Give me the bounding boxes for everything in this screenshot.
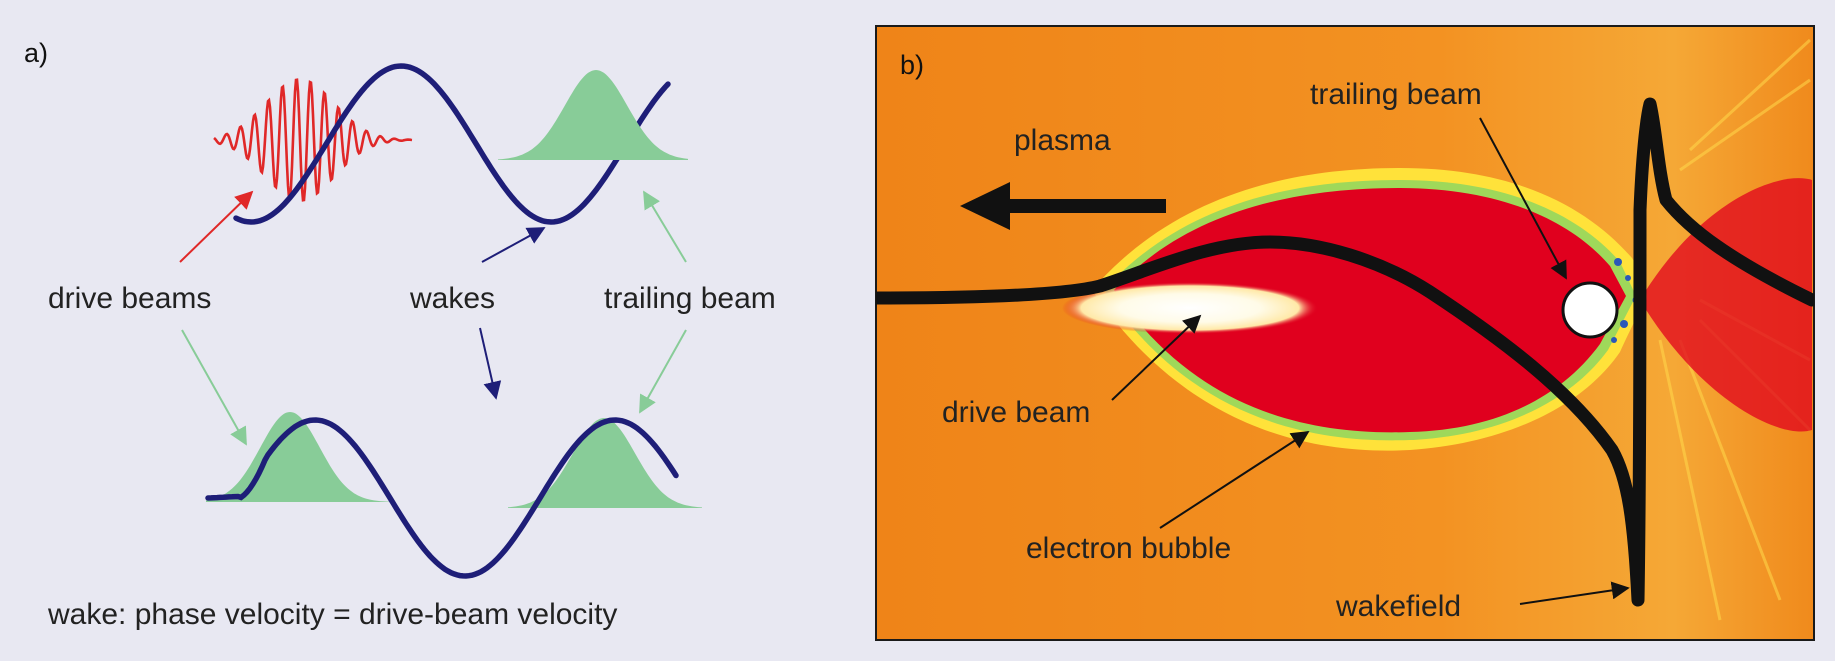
- wake-wave-top: [233, 63, 671, 225]
- label-drive-beams: drive beams: [48, 282, 211, 315]
- arrow-electron-bubble: [1159, 431, 1310, 529]
- wakefield-curve: [876, 97, 1814, 607]
- label-plasma: plasma: [1014, 124, 1111, 157]
- arrow-trailing-up: [643, 190, 687, 263]
- label-drive-beam: drive beam: [942, 396, 1090, 429]
- label-electron-bubble: electron bubble: [1026, 532, 1231, 565]
- arrow-wakes-down: [479, 327, 502, 400]
- label-wakefield: wakefield: [1335, 590, 1461, 623]
- trailing-beam-bunch-bottom: [508, 418, 702, 508]
- arrow-trailing-beam: [1479, 117, 1567, 280]
- trailing-fan: [1640, 178, 1812, 432]
- label-trailing-beam-a: trailing beam: [604, 282, 776, 315]
- trailing-beam-dot: [1561, 281, 1619, 339]
- plasma-arrow-head: [960, 182, 1010, 230]
- panel-b: b) plasma trailing beam drive beam elect…: [875, 25, 1815, 641]
- panel-b-tag: b): [900, 50, 924, 80]
- arrow-wakefield: [1519, 581, 1630, 605]
- label-wakes: wakes: [409, 282, 495, 315]
- panel-a-tag: a): [24, 38, 48, 68]
- wake-wave-bottom: [205, 417, 679, 579]
- caption-phase-velocity: wake: phase velocity = drive-beam veloci…: [47, 598, 617, 631]
- arrow-drive-to-bunch: [181, 329, 247, 446]
- arrow-drive-to-laser: [179, 190, 254, 263]
- panel-a: a) drive beams wakes trailing beam wake:…: [24, 38, 776, 631]
- arrow-trailing-down: [639, 329, 687, 414]
- arrow-drive-beam: [1111, 314, 1202, 401]
- laser-drive-pulse: [213, 78, 413, 202]
- trailing-beam-bunch-top: [498, 70, 688, 160]
- drive-beam-glow: [1062, 282, 1318, 334]
- label-trailing-beam-b: trailing beam: [1310, 78, 1482, 111]
- arrow-wakes-up: [481, 227, 546, 263]
